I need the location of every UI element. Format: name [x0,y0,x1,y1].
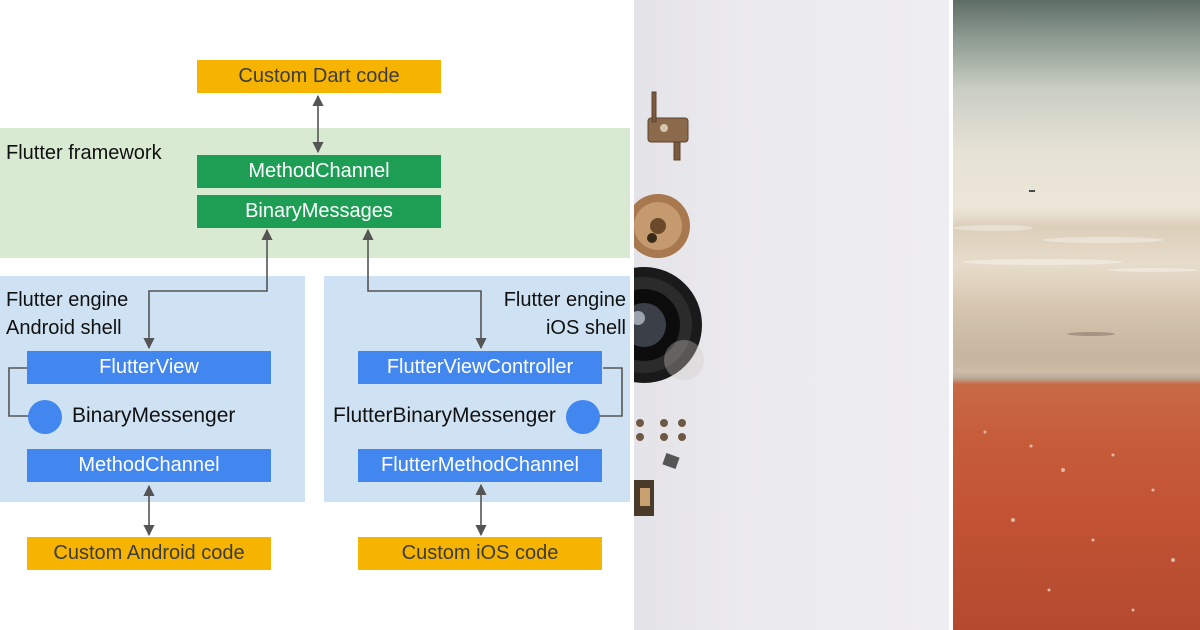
custom-ios-code-box: Custom iOS code [358,537,602,570]
ios-shell-label-line1: Flutter engine [503,289,626,311]
custom-ios-code-label: Custom iOS code [401,542,559,564]
binary-messenger-circle-icon [28,400,62,434]
flutterview-label: FlutterView [99,356,199,378]
flutterviewcontroller-box: FlutterViewController [358,351,602,384]
android-shell-label-line2: Android shell [6,317,122,339]
fluttermethodchannel-label: FlutterMethodChannel [381,454,579,476]
custom-android-code-label: Custom Android code [53,542,245,564]
android-shell-label-line1: Flutter engine [6,289,129,311]
ios-shell-label-line2: iOS shell [545,317,626,339]
ios-shell-label: Flutter engine iOS shell [504,286,626,342]
flutterviewcontroller-label: FlutterViewController [386,356,574,378]
framework-to-android-arrow [143,228,273,350]
panel-divider [630,0,634,630]
desert-landscape-photo [953,0,1200,630]
flutterview-box: FlutterView [27,351,271,384]
flutter-framework-label: Flutter framework [6,142,162,164]
connector-lines [8,94,623,537]
camera-parts-illustration [634,91,704,516]
landscape-texture [953,190,1198,612]
flutter-binary-messenger-circle-icon [566,400,600,434]
android-messenger-bracket [8,367,30,417]
android-methodchannel-label: MethodChannel [78,454,220,476]
android-methodchannel-box: MethodChannel [27,449,271,482]
custom-dart-code-label: Custom Dart code [238,65,400,87]
binary-messenger-label: BinaryMessenger [72,404,236,427]
fluttermethodchannel-box: FlutterMethodChannel [358,449,602,482]
android-shell-label: Flutter engine Android shell [6,286,128,342]
architecture-diagram: Custom Dart code Flutter framework Metho… [0,60,632,570]
ios-messenger-bracket [599,367,623,417]
custom-dart-code-box: Custom Dart code [197,60,441,93]
custom-android-code-box: Custom Android code [27,537,271,570]
binarymessages-label: BinaryMessages [245,200,393,222]
framework-methodchannel-label: MethodChannel [248,160,390,182]
framework-to-ios-arrow [362,228,487,350]
framework-methodchannel-box: MethodChannel [197,155,441,188]
flutter-binary-messenger-label: FlutterBinaryMessenger [333,404,556,427]
panel-divider-2 [949,0,953,630]
camera-parts-photo [634,0,949,630]
binarymessages-box: BinaryMessages [197,195,441,228]
